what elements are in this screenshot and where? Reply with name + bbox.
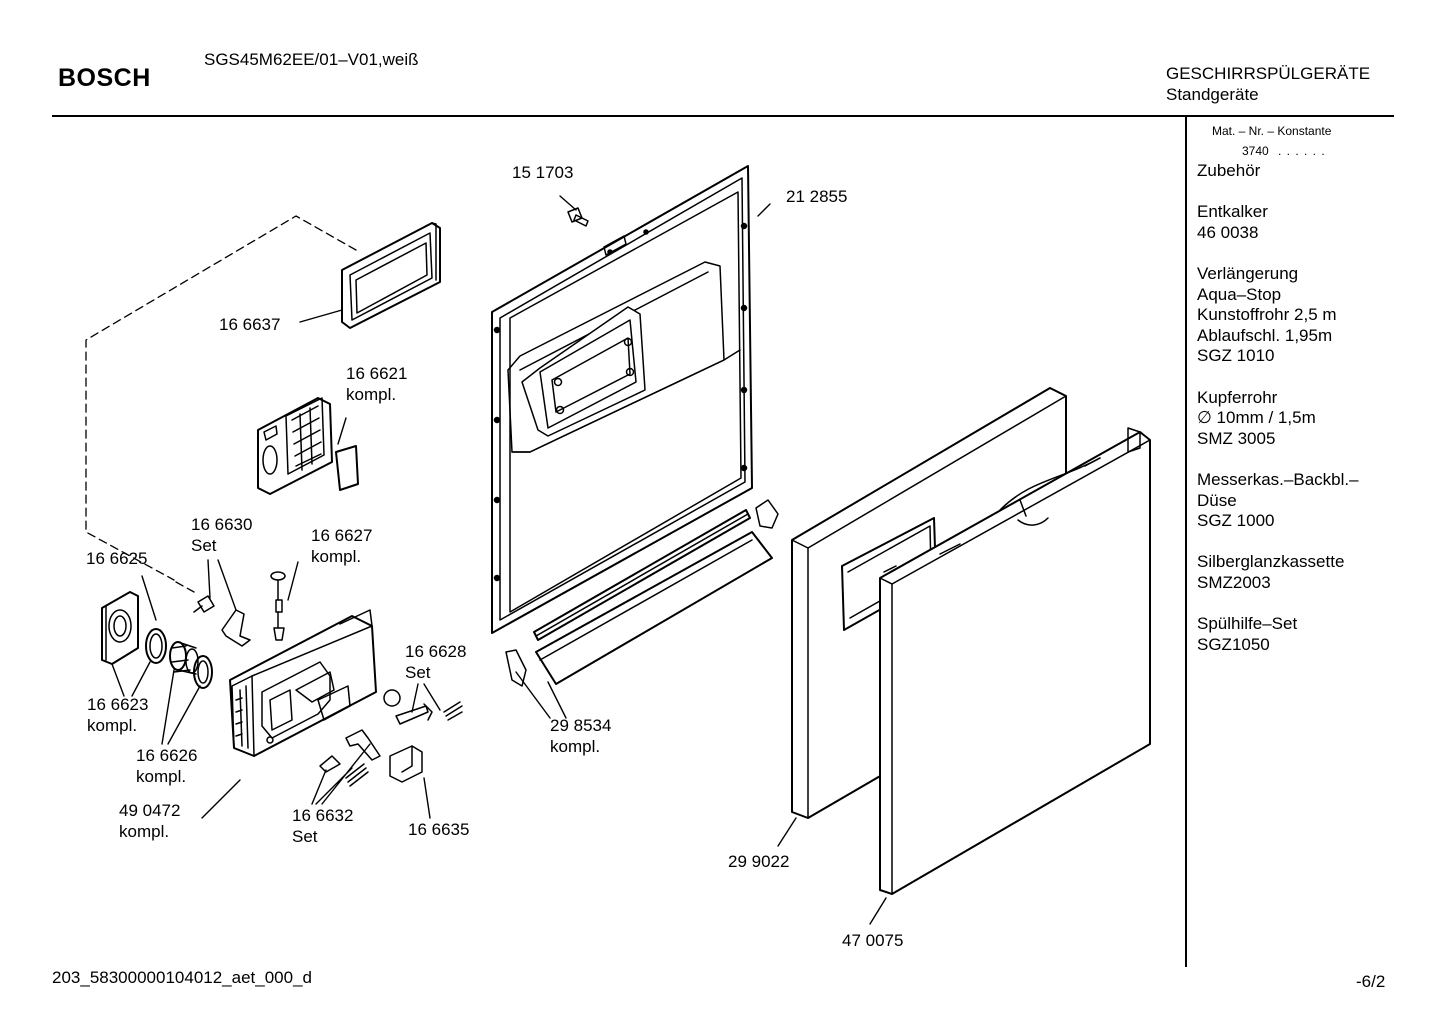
mat-number-label: Mat. – Nr. – Konstante [1212,124,1332,138]
part-number: 16 6630 [191,515,253,534]
part-note: kompl. [87,715,138,735]
accessory-line: Ablaufschl. 1,95m [1197,325,1333,345]
part-note: kompl. [136,766,187,786]
accessory-line: Messerkas.–Backbl.– [1197,469,1359,489]
accessory-line: Spülhilfe–Set [1197,614,1298,634]
part-number: 16 6626 [136,746,198,765]
mat-number-dots: . . . . . . [1278,144,1326,158]
dashed-assembly-outline [85,215,357,593]
leader-lines [111,195,887,925]
screw-part [567,207,589,227]
part-label-166628: 16 6628 Set [405,642,466,683]
category-title: GESCHIRRSPÜLGERÄTE [1166,64,1371,83]
accessory-line: SMZ2003 [1197,572,1271,592]
category-subtitle: Standgeräte [1166,85,1259,104]
part-label-166625: 16 6625 [86,549,148,568]
accessory-verlaengerung: Verlängerung Aqua–Stop Kunstoffrohr 2,5 … [1197,264,1359,367]
accessory-kupferrohr: Kupferrohr ∅ 10mm / 1,5m SMZ 3005 [1197,388,1359,450]
part-label-470075: 47 0075 [842,931,904,950]
accessory-line: SGZ1050 [1197,634,1270,654]
part-note: Set [292,826,318,846]
accessory-line: Kupferrohr [1197,387,1278,407]
accessory-silberglanz: Silberglanzkassette SMZ2003 [1197,552,1359,593]
part-label-166632: 16 6632 Set [292,806,353,847]
seal-ring [145,628,167,664]
part-note: Set [405,662,431,682]
part-label-298534: 29 8534 kompl. [550,716,611,757]
part-number: 16 6623 [87,695,149,714]
accessory-line: SGZ 1000 [1197,511,1275,531]
inner-door-panel [491,165,753,634]
part-note: kompl. [311,546,362,566]
part-label-166635: 16 6635 [408,820,470,839]
part-label-166626: 16 6626 kompl. [136,746,197,787]
cap-part [101,591,139,665]
accessory-spuelhilfe: Spülhilfe–Set SGZ1050 [1197,614,1359,655]
small-parts-set [319,689,463,787]
gasket-frame [341,222,441,329]
dispenser-unit [229,609,377,757]
part-number: 49 0472 [119,801,181,820]
accessories-list: Zubehör Entkalker 46 0038 Verlängerung A… [1197,161,1359,676]
part-number: 16 6628 [405,642,467,661]
accessory-line: Düse [1197,490,1237,510]
clip-part [193,595,251,647]
accessory-line: Silberglanzkassette [1197,552,1345,572]
sidebar-divider [1185,117,1187,967]
page-number: -6/2 [1356,972,1386,991]
accessory-line: Entkalker [1197,202,1268,222]
part-label-166621: 16 6621 kompl. [346,364,407,405]
accessory-line: Kunstoffrohr 2,5 m [1197,305,1337,325]
accessory-messerkasten: Messerkas.–Backbl.– Düse SGZ 1000 [1197,470,1359,532]
part-note: kompl. [346,384,397,404]
part-number: 29 8534 [550,716,612,735]
accessories-title: Zubehör [1197,161,1261,180]
accessory-entkalker: Entkalker 46 0038 [1197,202,1359,243]
brand-logo: BOSCH [58,64,151,92]
front-decor-panel [879,427,1151,895]
part-note: Set [191,535,217,555]
model-number: SGS45M62EE/01–V01,weiß [204,50,419,69]
accessory-line: 46 0038 [1197,222,1259,242]
accessory-line: SMZ 3005 [1197,428,1276,448]
part-label-212855: 21 2855 [786,187,848,206]
part-label-299022: 29 9022 [728,852,790,871]
part-label-151703: 15 1703 [512,163,574,182]
part-number: 16 6632 [292,806,354,825]
accessory-line: ∅ 10mm / 1,5m [1197,408,1316,428]
accessory-line: Aqua–Stop [1197,284,1282,304]
part-label-166637: 16 6637 [219,315,281,334]
connector-part [169,641,213,689]
valve-pin [270,571,286,641]
document-code: 203_58300000104012_aet_000_d [52,968,312,987]
part-number: 16 6621 [346,364,408,383]
mat-number: 3740 [1242,144,1269,158]
grille-part [257,397,359,495]
hinge-strip [505,499,779,687]
part-label-166630: 16 6630 Set [191,515,252,556]
part-number: 16 6627 [311,526,373,545]
accessory-line: Verlängerung [1197,263,1299,283]
part-label-166623: 16 6623 kompl. [87,695,148,736]
part-label-490472: 49 0472 kompl. [119,801,180,842]
header-rule [52,115,1394,117]
part-note: kompl. [119,821,170,841]
part-label-166627: 16 6627 kompl. [311,526,372,567]
accessory-line: SGZ 1010 [1197,346,1275,366]
part-note: kompl. [550,736,601,756]
